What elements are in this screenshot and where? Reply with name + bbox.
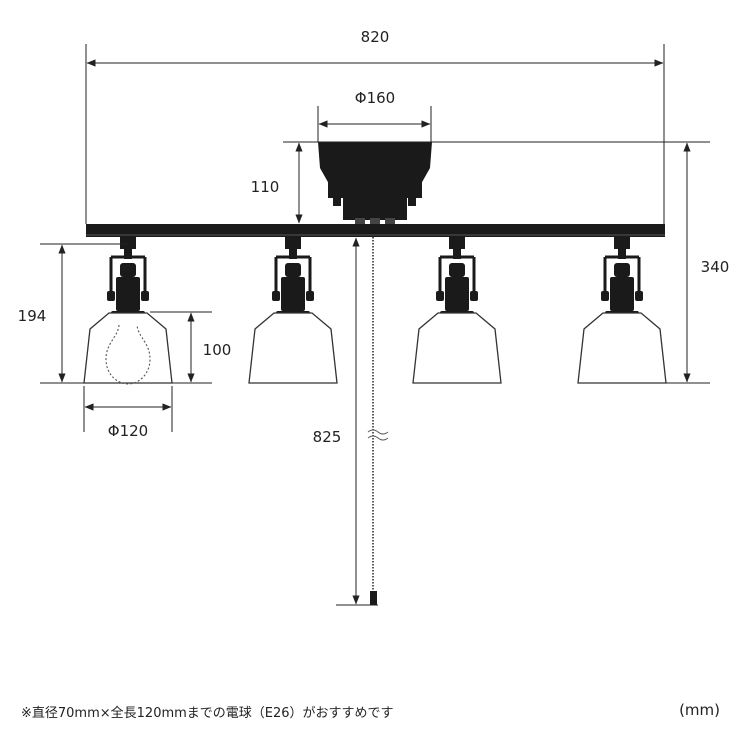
bulb-outline <box>105 324 151 385</box>
mounting-bar <box>86 224 665 237</box>
dimension-lines <box>40 44 710 606</box>
shade-height-label: 100 <box>203 341 232 359</box>
pendant-2 <box>248 235 338 384</box>
bulb-recommendation-note: ※直径70mm×全長120mmまでの電球（E26）がおすすめです <box>21 706 394 721</box>
cord-length-label: 825 <box>313 428 342 446</box>
unit-label: (mm) <box>679 701 720 719</box>
base-diameter-label: Φ160 <box>355 89 395 107</box>
pull-chain <box>370 237 377 605</box>
base-height-label: 110 <box>251 178 280 196</box>
ceiling-base <box>318 142 432 224</box>
pendant-height-label: 194 <box>18 307 47 325</box>
break-mark <box>367 429 389 441</box>
shade-diameter-label: Φ120 <box>108 422 148 440</box>
pendant-1 <box>83 235 173 385</box>
width-label: 820 <box>361 28 390 46</box>
pendant-4 <box>577 235 667 384</box>
pendant-3 <box>412 235 502 384</box>
total-height-label: 340 <box>701 258 730 276</box>
